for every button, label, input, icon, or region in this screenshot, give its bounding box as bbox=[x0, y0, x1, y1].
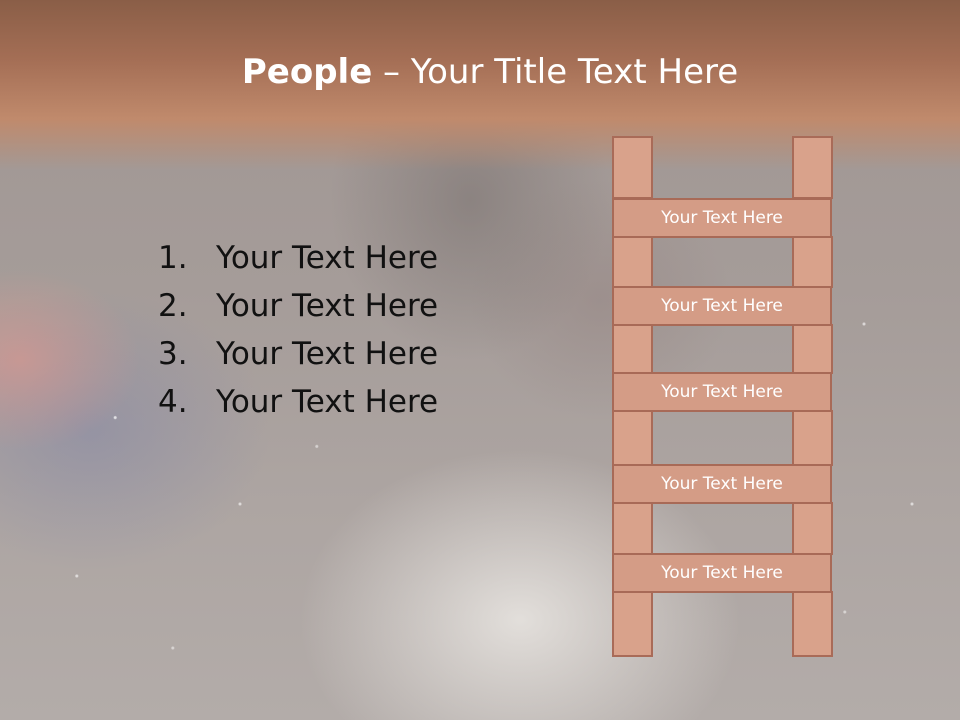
list-item-number: 4. bbox=[158, 384, 188, 420]
ladder-right-rail-segment bbox=[792, 136, 833, 199]
ladder-left-rail-segment bbox=[612, 591, 653, 657]
numbered-list[interactable]: 1. Your Text Here 2. Your Text Here 3. Y… bbox=[158, 234, 438, 426]
ladder-right-rail-segment bbox=[792, 236, 833, 288]
list-item-text: Your Text Here bbox=[216, 288, 439, 324]
title-bold-part: People bbox=[241, 52, 373, 92]
list-item-text: Your Text Here bbox=[216, 384, 439, 420]
list-item-number: 1. bbox=[158, 240, 188, 276]
list-item: 1. Your Text Here bbox=[158, 234, 438, 282]
ladder-left-rail-segment bbox=[612, 324, 653, 374]
slide-title[interactable]: People – Your Title Text Here bbox=[0, 52, 960, 92]
list-item-text: Your Text Here bbox=[216, 336, 439, 372]
list-item-text: Your Text Here bbox=[216, 240, 439, 276]
title-rest-part: – Your Title Text Here bbox=[372, 52, 739, 92]
ladder-rung-3[interactable]: Your Text Here bbox=[612, 372, 832, 412]
ladder-right-rail-segment bbox=[792, 410, 833, 466]
ladder-right-rail-segment bbox=[792, 591, 833, 657]
ladder-left-rail-segment bbox=[612, 410, 653, 466]
ladder-rung-1[interactable]: Your Text Here bbox=[612, 198, 832, 238]
ladder-left-rail-segment bbox=[612, 502, 653, 555]
ladder-left-rail-segment bbox=[612, 136, 653, 199]
ladder-right-rail-segment bbox=[792, 502, 833, 555]
ladder-rung-2[interactable]: Your Text Here bbox=[612, 286, 832, 326]
ladder-right-rail-segment bbox=[792, 324, 833, 374]
list-item-number: 2. bbox=[158, 288, 188, 324]
list-item: 3. Your Text Here bbox=[158, 330, 438, 378]
ladder-rung-4[interactable]: Your Text Here bbox=[612, 464, 832, 504]
list-item: 4. Your Text Here bbox=[158, 378, 438, 426]
list-item-number: 3. bbox=[158, 336, 188, 372]
ladder-left-rail-segment bbox=[612, 236, 653, 288]
ladder-rung-5[interactable]: Your Text Here bbox=[612, 553, 832, 593]
list-item: 2. Your Text Here bbox=[158, 282, 438, 330]
